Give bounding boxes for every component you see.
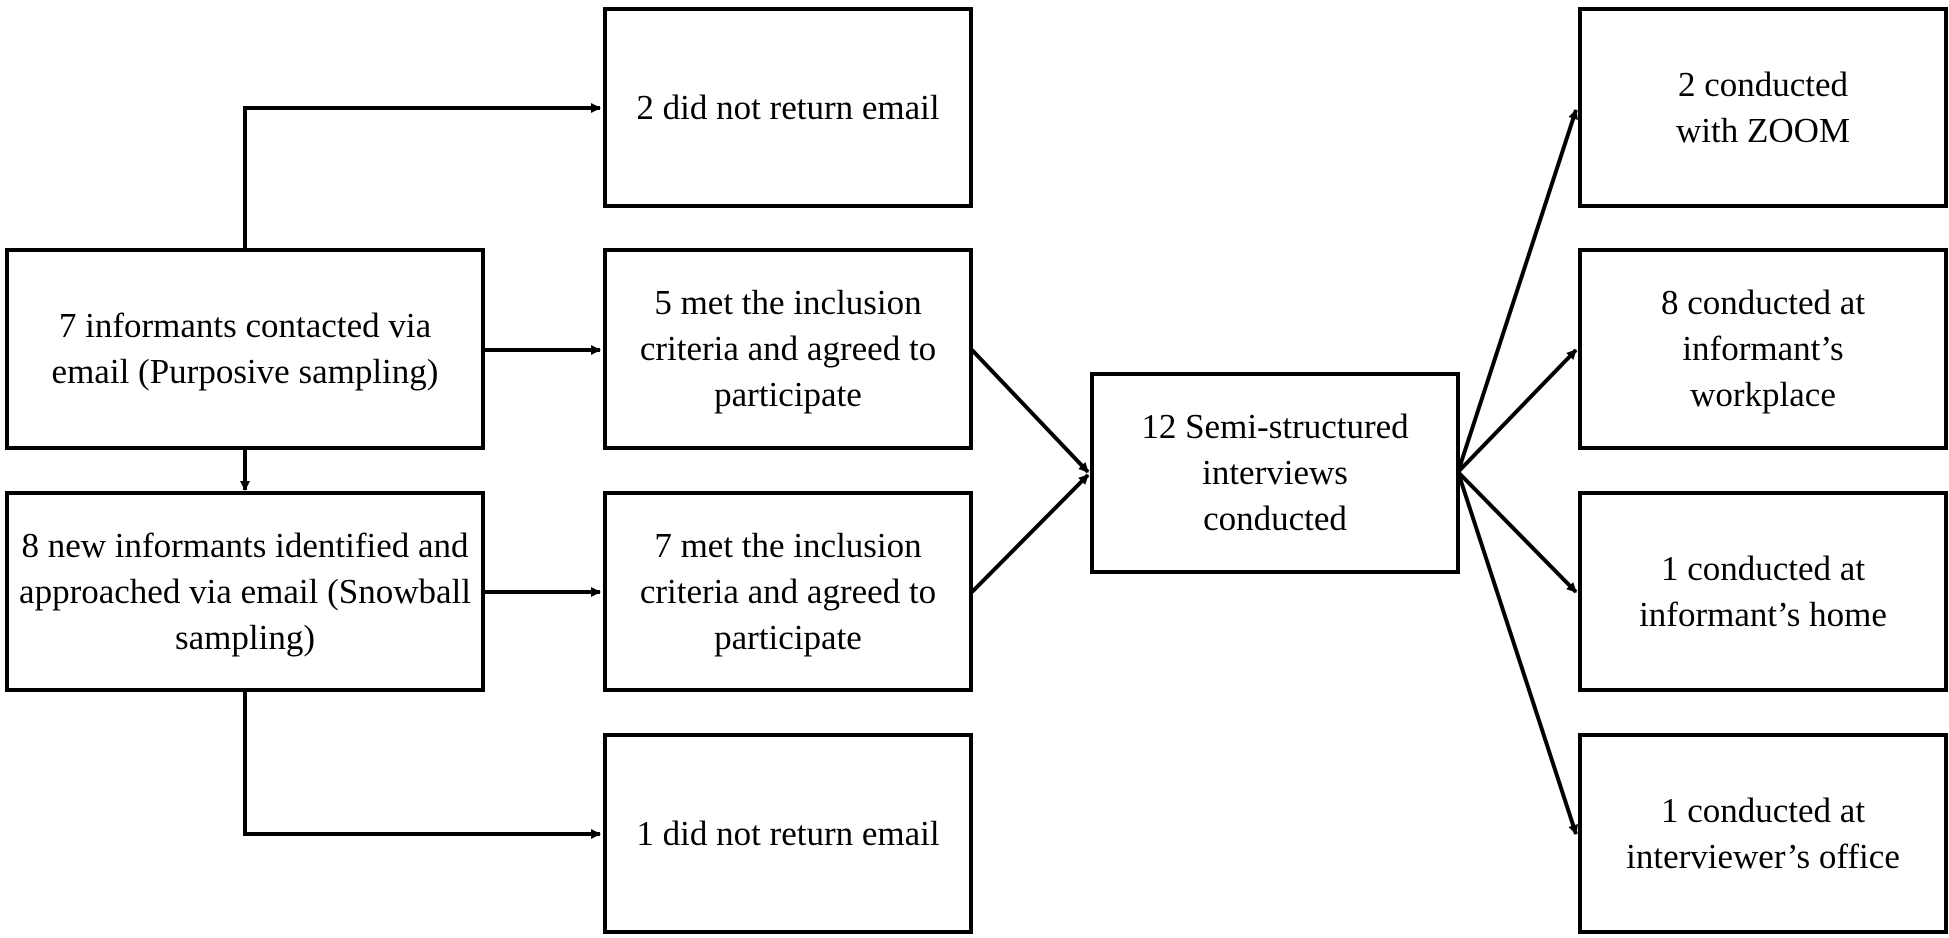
- snowball-sampling-box: 8 new informants identified and approach…: [5, 491, 485, 692]
- snowball-sampling-text: 8 new informants identified and approach…: [19, 525, 471, 657]
- office-text: 1 conducted at interviewer’s office: [1626, 790, 1900, 876]
- purposive-sampling-box: 7 informants contacted via email (Purpos…: [5, 248, 485, 450]
- met-criteria-bottom-box: 7 met the inclusion criteria and agreed …: [603, 491, 973, 692]
- no-return-bottom-text: 1 did not return email: [636, 813, 940, 853]
- arrow-snowball-to-no-return-bottom: [243, 692, 601, 839]
- arrow-met-bottom-to-interviews: [970, 473, 1090, 594]
- no-return-top-text: 2 did not return email: [636, 87, 940, 127]
- arrow-met-top-to-interviews: [970, 348, 1090, 474]
- arrow-purposive-to-no-return-top: [243, 103, 601, 248]
- arrow-interviews-to-workplace: [1456, 348, 1578, 474]
- purposive-sampling-text: 7 informants contacted via email (Purpos…: [51, 306, 439, 391]
- zoom-box: 2 conducted with ZOOM: [1578, 7, 1948, 208]
- home-box: 1 conducted at informant’s home: [1578, 491, 1948, 692]
- no-return-top-box: 2 did not return email: [603, 7, 973, 208]
- met-criteria-bottom-text: 7 met the inclusion criteria and agreed …: [639, 525, 937, 657]
- arrow-interviews-to-zoom: [1456, 109, 1578, 473]
- interviews-box: 12 Semi-structured interviews conducted: [1090, 372, 1460, 574]
- workplace-text: 8 conducted at informant’s workplace: [1660, 283, 1866, 414]
- home-text: 1 conducted at informant’s home: [1639, 548, 1887, 634]
- workplace-box: 8 conducted at informant’s workplace: [1578, 248, 1948, 450]
- arrow-interviews-to-office: [1456, 471, 1578, 835]
- zoom-text: 2 conducted with ZOOM: [1675, 64, 1851, 150]
- met-criteria-top-text: 5 met the inclusion criteria and agreed …: [639, 283, 937, 414]
- met-criteria-top-box: 5 met the inclusion criteria and agreed …: [603, 248, 973, 450]
- office-box: 1 conducted at interviewer’s office: [1578, 733, 1948, 934]
- no-return-bottom-box: 1 did not return email: [603, 733, 973, 934]
- arrow-interviews-to-home: [1456, 470, 1578, 594]
- interviews-text: 12 Semi-structured interviews conducted: [1141, 407, 1409, 538]
